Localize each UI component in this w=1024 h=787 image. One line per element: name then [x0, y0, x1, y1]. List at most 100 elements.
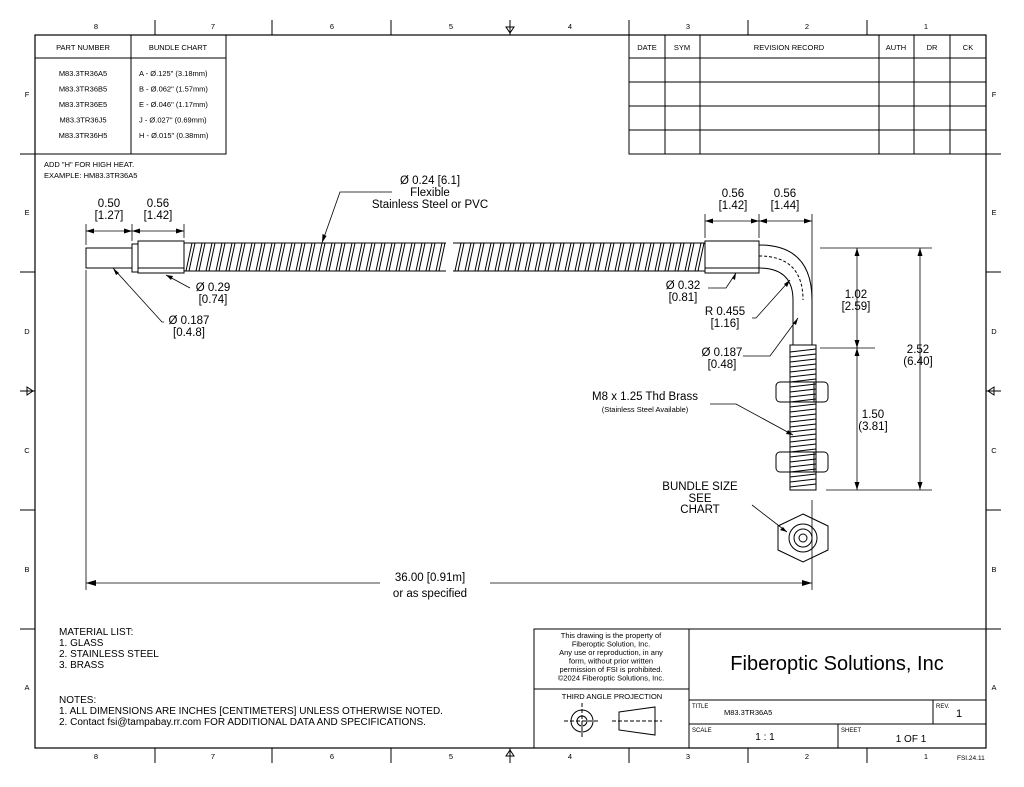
arrowheads: [86, 218, 923, 586]
thread-line: [789, 433, 817, 438]
part-number-cell: M83.3TR36E5: [59, 100, 107, 109]
flex-material: Stainless Steel or PVC: [372, 199, 488, 211]
thread-line: [789, 408, 817, 413]
zone-row-right-D: D: [991, 327, 997, 336]
projection-label: THIRD ANGLE PROJECTION: [562, 692, 662, 701]
company-name: Fiberoptic Solutions, Inc: [730, 653, 943, 675]
overall-length: 36.00 [0.91m]: [395, 572, 465, 584]
zone-column-bottom-8: 8: [94, 752, 98, 761]
thread-alternative: (Stainless Steel Available): [602, 405, 689, 414]
revision-header-ck: CK: [963, 43, 973, 52]
property-line: form, without prior written: [569, 657, 653, 666]
zone-row-right-E: E: [991, 208, 996, 217]
zone-row-right-F: F: [992, 90, 997, 99]
thread-line: [789, 423, 817, 428]
zone-row-right-B: B: [991, 565, 996, 574]
zone-column-top-8: 8: [94, 22, 98, 31]
dim-029: Ø 0.29: [196, 282, 231, 294]
thread-line: [789, 418, 817, 423]
bundle-size-cell: A - Ø.125" (3.18mm): [139, 69, 208, 78]
dim-0187-cm: [0.4.8]: [173, 327, 205, 339]
thread-line: [789, 348, 817, 353]
zone-column-top-3: 3: [686, 22, 690, 31]
zone-row-left-A: A: [24, 683, 29, 692]
zone-row-right-A: A: [991, 683, 996, 692]
part-number-cell: M83.3TR36J5: [59, 116, 106, 125]
thread-spec: M8 x 1.25 Thd Brass: [592, 391, 698, 403]
thread-line: [789, 413, 817, 418]
property-line: Any use or reproduction, in any: [559, 648, 663, 657]
note-dimensions: 1. ALL DIMENSIONS ARE INCHES [CENTIMETER…: [59, 706, 443, 717]
zone-column-bottom-3: 3: [686, 752, 690, 761]
zone-row-left-D: D: [24, 327, 30, 336]
dim-032: Ø 0.32: [666, 280, 701, 292]
material-item-steel: 2. STAINLESS STEEL: [59, 649, 159, 660]
title-label: TITLE: [692, 704, 708, 710]
thread-line: [789, 438, 817, 443]
zone-column-top-2: 2: [805, 22, 809, 31]
drawing-border: [34, 34, 987, 749]
dim-252: 2.52: [907, 344, 929, 356]
dim-056-right-a-cm: [1.42]: [719, 200, 748, 212]
zone-column-bottom-1: 1: [924, 752, 928, 761]
notes-title: NOTES:: [59, 695, 96, 706]
property-line: Fiberoptic Solution, Inc.: [572, 640, 650, 649]
bundle-chart-label: CHART: [680, 504, 719, 516]
zone-column-top-4: 4: [568, 22, 572, 31]
revision-header-auth: AUTH: [886, 43, 906, 52]
flex-diameter: Ø 0.24 [6.1]: [400, 175, 460, 187]
part-number-cell: M83.3TR36H5: [59, 131, 108, 140]
thread-line: [789, 368, 817, 373]
zone-row-right-C: C: [991, 446, 997, 455]
dim-056-cm: [1.42]: [144, 210, 173, 222]
flex-label: Flexible: [410, 187, 450, 199]
center-marks: [26, 26, 995, 757]
scale-value: 1 : 1: [755, 732, 775, 743]
material-item-glass: 1. GLASS: [59, 638, 104, 649]
dim-056-right-b-cm: [1.44]: [771, 200, 800, 212]
dimension-texts: 0.50 [1.27] 0.56 [1.42] Ø 0.24 [6.1] Fle…: [95, 175, 933, 600]
dim-032-cm: [0.81]: [669, 292, 698, 304]
thread-line: [789, 373, 817, 378]
thread-line: [789, 353, 817, 358]
dim-102-cm: [2.59]: [842, 301, 871, 313]
probe-assembly: [85, 240, 829, 563]
dim-029-cm: [0.74]: [199, 294, 228, 306]
zone-column-bottom-7: 7: [211, 752, 215, 761]
part-number-header: PART NUMBER: [56, 43, 110, 52]
thread-line: [789, 463, 817, 468]
title-value: M83.3TR36A5: [724, 708, 772, 717]
thread-line: [789, 383, 817, 388]
thread-line: [789, 478, 817, 483]
part-number-cell: M83.3TR36A5: [59, 69, 107, 78]
zone-column-bottom-2: 2: [805, 752, 809, 761]
dim-r0455: R 0.455: [705, 306, 745, 318]
high-heat-example: EXAMPLE: HM83.3TR36A5: [44, 171, 137, 180]
bundle-size-label: BUNDLE SIZE: [662, 481, 738, 493]
sheet-value: 1 OF 1: [896, 734, 927, 745]
overall-length-note: or as specified: [393, 588, 467, 600]
bundle-see-label: SEE: [688, 493, 711, 505]
property-line: This drawing is the property of: [561, 631, 662, 640]
revision-header-revision-record: REVISION RECORD: [754, 43, 825, 52]
material-item-brass: 3. BRASS: [59, 660, 104, 671]
property-line: permission of FSI is prohibited.: [560, 665, 663, 674]
dim-0187: Ø 0.187: [169, 315, 210, 327]
thread-line: [789, 393, 817, 398]
zone-column-top-7: 7: [211, 22, 215, 31]
bundle-size-cell: H - Ø.015" (0.38mm): [139, 131, 209, 140]
dim-150: 1.50: [862, 409, 884, 421]
dim-056: 0.56: [147, 198, 169, 210]
dim-150-cm: (3.81]: [858, 421, 887, 433]
thread-line: [789, 358, 817, 363]
property-line: ©2024 Fiberoptic Solutions, Inc.: [558, 674, 664, 683]
dim-102: 1.02: [845, 289, 867, 301]
high-heat-note: ADD "H" FOR HIGH HEAT.: [44, 160, 134, 169]
dim-050-cm: [1.27]: [95, 210, 124, 222]
dim-056-right-a: 0.56: [722, 188, 744, 200]
title-block: [533, 628, 987, 749]
bundle-size-cell: B - Ø.062" (1.57mm): [139, 85, 208, 94]
dim-056-right-b: 0.56: [774, 188, 796, 200]
